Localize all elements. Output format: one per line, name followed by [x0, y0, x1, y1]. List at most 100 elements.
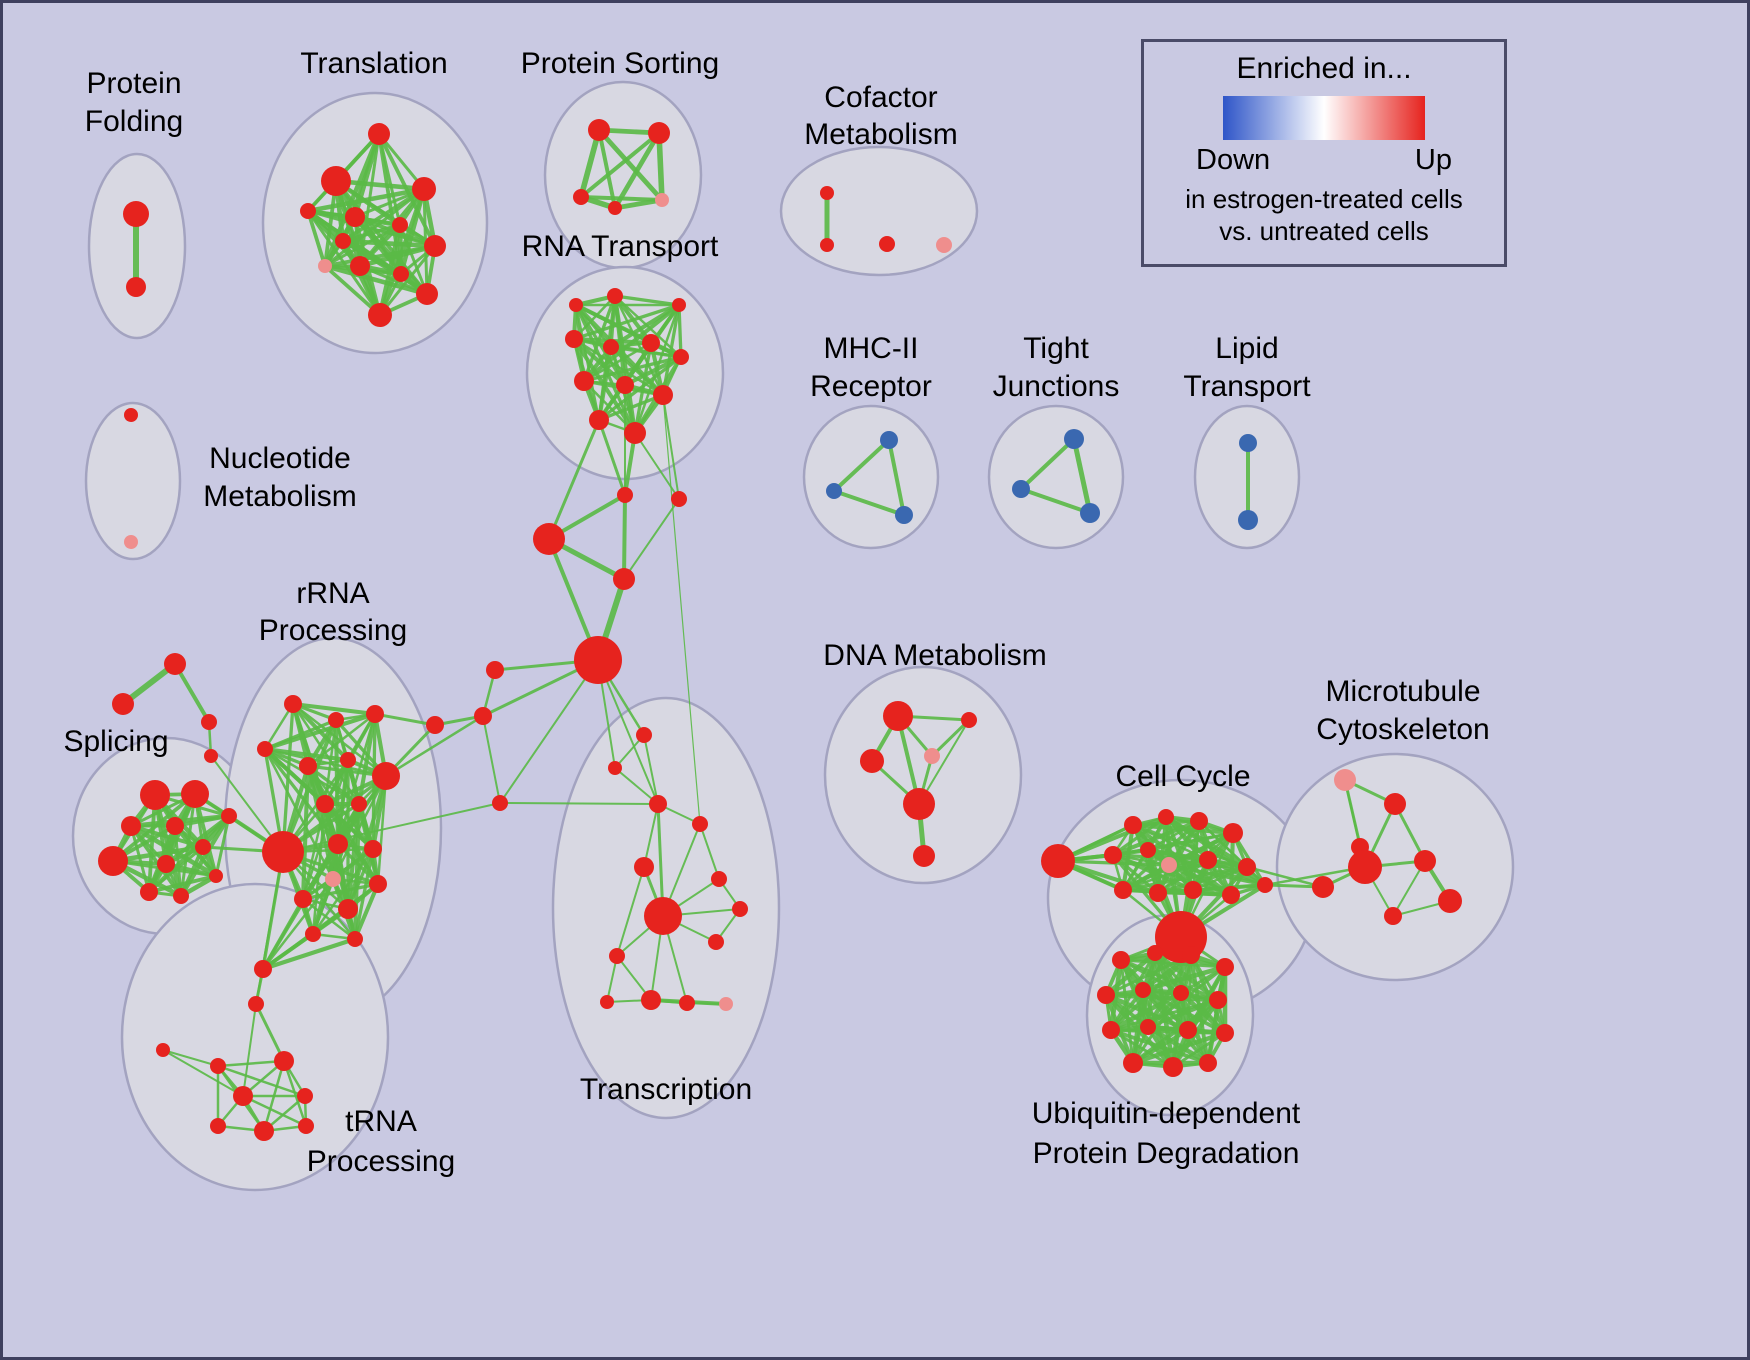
network-edge — [323, 264, 382, 317]
network-node-splicing-6 — [221, 808, 237, 824]
network-edge — [398, 223, 429, 296]
network-node-trna-2 — [210, 1058, 226, 1074]
cluster-label-rrna: Processing — [259, 614, 407, 647]
legend-subtitle-line1: in estrogen-treated cells — [1185, 184, 1463, 214]
cluster-label-protein_folding: Folding — [85, 105, 183, 138]
network-node-transcription-8 — [708, 934, 724, 950]
network-node-rna_transport-9 — [653, 385, 673, 405]
network-edge — [173, 662, 211, 724]
network-node-translation-3 — [300, 203, 316, 219]
network-edge — [832, 489, 906, 517]
network-node-trna-3 — [274, 1051, 294, 1071]
network-node-connectors-6 — [474, 707, 492, 725]
network-node-ubiquitin-13 — [1163, 1057, 1183, 1077]
network-edge — [596, 127, 665, 203]
network-node-transcription-4 — [634, 857, 654, 877]
network-node-translation-8 — [350, 256, 370, 276]
network-edge — [173, 824, 183, 898]
cluster-label-microtubule: Cytoskeleton — [1316, 713, 1489, 746]
network-edge — [499, 802, 659, 805]
network-node-translation-4 — [345, 207, 365, 227]
legend: Enriched in... Down Up in estrogen-treat… — [1141, 39, 1507, 267]
network-edge — [1110, 818, 1202, 858]
network-node-dna_metabolism-4 — [903, 788, 935, 820]
cluster-label-protein_folding: Protein — [86, 67, 181, 100]
network-edge — [1103, 950, 1158, 998]
network-node-rna_transport-11 — [624, 422, 646, 444]
network-node-rrna-1 — [328, 712, 344, 728]
network-node-transcription-0 — [636, 727, 652, 743]
network-node-rna_transport-7 — [574, 371, 594, 391]
network-node-translation-6 — [424, 235, 446, 257]
network-node-splicing-9 — [209, 869, 223, 883]
network-edge — [1131, 1028, 1190, 1065]
cluster-ellipse-nucleotide_metabolism — [84, 401, 182, 561]
cluster-label-tight_junctions: Junctions — [993, 370, 1120, 403]
network-node-transcription-7 — [732, 901, 748, 917]
network-node-tight_junctions-0 — [1064, 429, 1084, 449]
network-node-microtubule-0 — [1334, 769, 1356, 791]
network-edge — [643, 734, 659, 805]
network-edge — [597, 659, 659, 805]
network-edge — [340, 238, 438, 249]
network-node-splicing-10 — [166, 817, 184, 835]
network-edge — [341, 223, 402, 243]
network-node-connectors-8 — [492, 795, 508, 811]
network-edge — [547, 418, 601, 541]
network-edge — [301, 802, 327, 901]
network-edge — [832, 438, 891, 493]
cluster-label-cofactor_metabolism: Metabolism — [804, 118, 957, 151]
network-node-translation-11 — [335, 233, 351, 249]
network-edge — [397, 222, 404, 277]
network-node-splicing-8 — [173, 888, 189, 904]
network-node-microtubule-5 — [1438, 889, 1462, 913]
cluster-label-tight_junctions: Tight — [1023, 332, 1089, 365]
network-node-nucleotide_metabolism-0 — [124, 408, 138, 422]
network-edge — [255, 851, 284, 1005]
network-node-dna_metabolism-1 — [961, 712, 977, 728]
network-node-cell_cycle-3 — [1190, 812, 1208, 830]
network-node-transcription-1 — [608, 761, 622, 775]
network-node-rna_transport-1 — [672, 298, 686, 312]
network-edge — [290, 701, 378, 717]
network-edge — [1108, 990, 1184, 1033]
network-edge — [887, 438, 906, 517]
network-edge — [482, 715, 501, 804]
network-edge — [1130, 1030, 1228, 1066]
network-node-protein_sorting-1 — [648, 122, 670, 144]
network-edge — [346, 847, 375, 911]
network-edge — [352, 881, 381, 942]
network-node-connectors-2 — [533, 523, 565, 555]
network-edge — [579, 131, 661, 199]
network-edge — [622, 493, 627, 581]
network-node-cell_cycle-4 — [1223, 823, 1243, 843]
network-node-mhc-1 — [826, 483, 842, 499]
network-node-mhc-2 — [895, 506, 913, 524]
network-edge — [261, 932, 315, 971]
network-node-transcription-3 — [692, 816, 708, 832]
network-edge — [1121, 858, 1210, 892]
cluster-label-lipid_transport: Transport — [1183, 370, 1311, 403]
network-edge — [305, 186, 427, 214]
network-node-cell_cycle-10 — [1114, 881, 1132, 899]
network-edge — [582, 355, 683, 383]
network-edge — [1111, 853, 1160, 895]
network-node-rrna-6 — [372, 762, 400, 790]
cluster-ellipse-tight_junctions — [987, 404, 1125, 550]
network-node-splicing-4 — [157, 855, 175, 873]
network-node-translation-9 — [368, 303, 392, 327]
network-node-splicing_triangle-1 — [112, 693, 134, 715]
network-node-ubiquitin-2 — [1182, 946, 1200, 964]
cluster-label-microtubule: Microtubule — [1325, 675, 1480, 708]
network-node-ubiquitin-4 — [1097, 986, 1115, 1004]
network-node-connectors-7 — [426, 716, 444, 734]
network-node-dna_metabolism-2 — [860, 749, 884, 773]
cluster-label-ubiquitin: Protein Degradation — [1033, 1137, 1300, 1170]
network-node-cell_cycle-11 — [1149, 884, 1167, 902]
network-node-rrna-16 — [305, 926, 321, 942]
network-node-connectors-1 — [671, 491, 687, 507]
network-node-dna_metabolism-0 — [883, 701, 913, 731]
network-edge — [578, 127, 602, 200]
network-node-translation-2 — [412, 177, 436, 201]
